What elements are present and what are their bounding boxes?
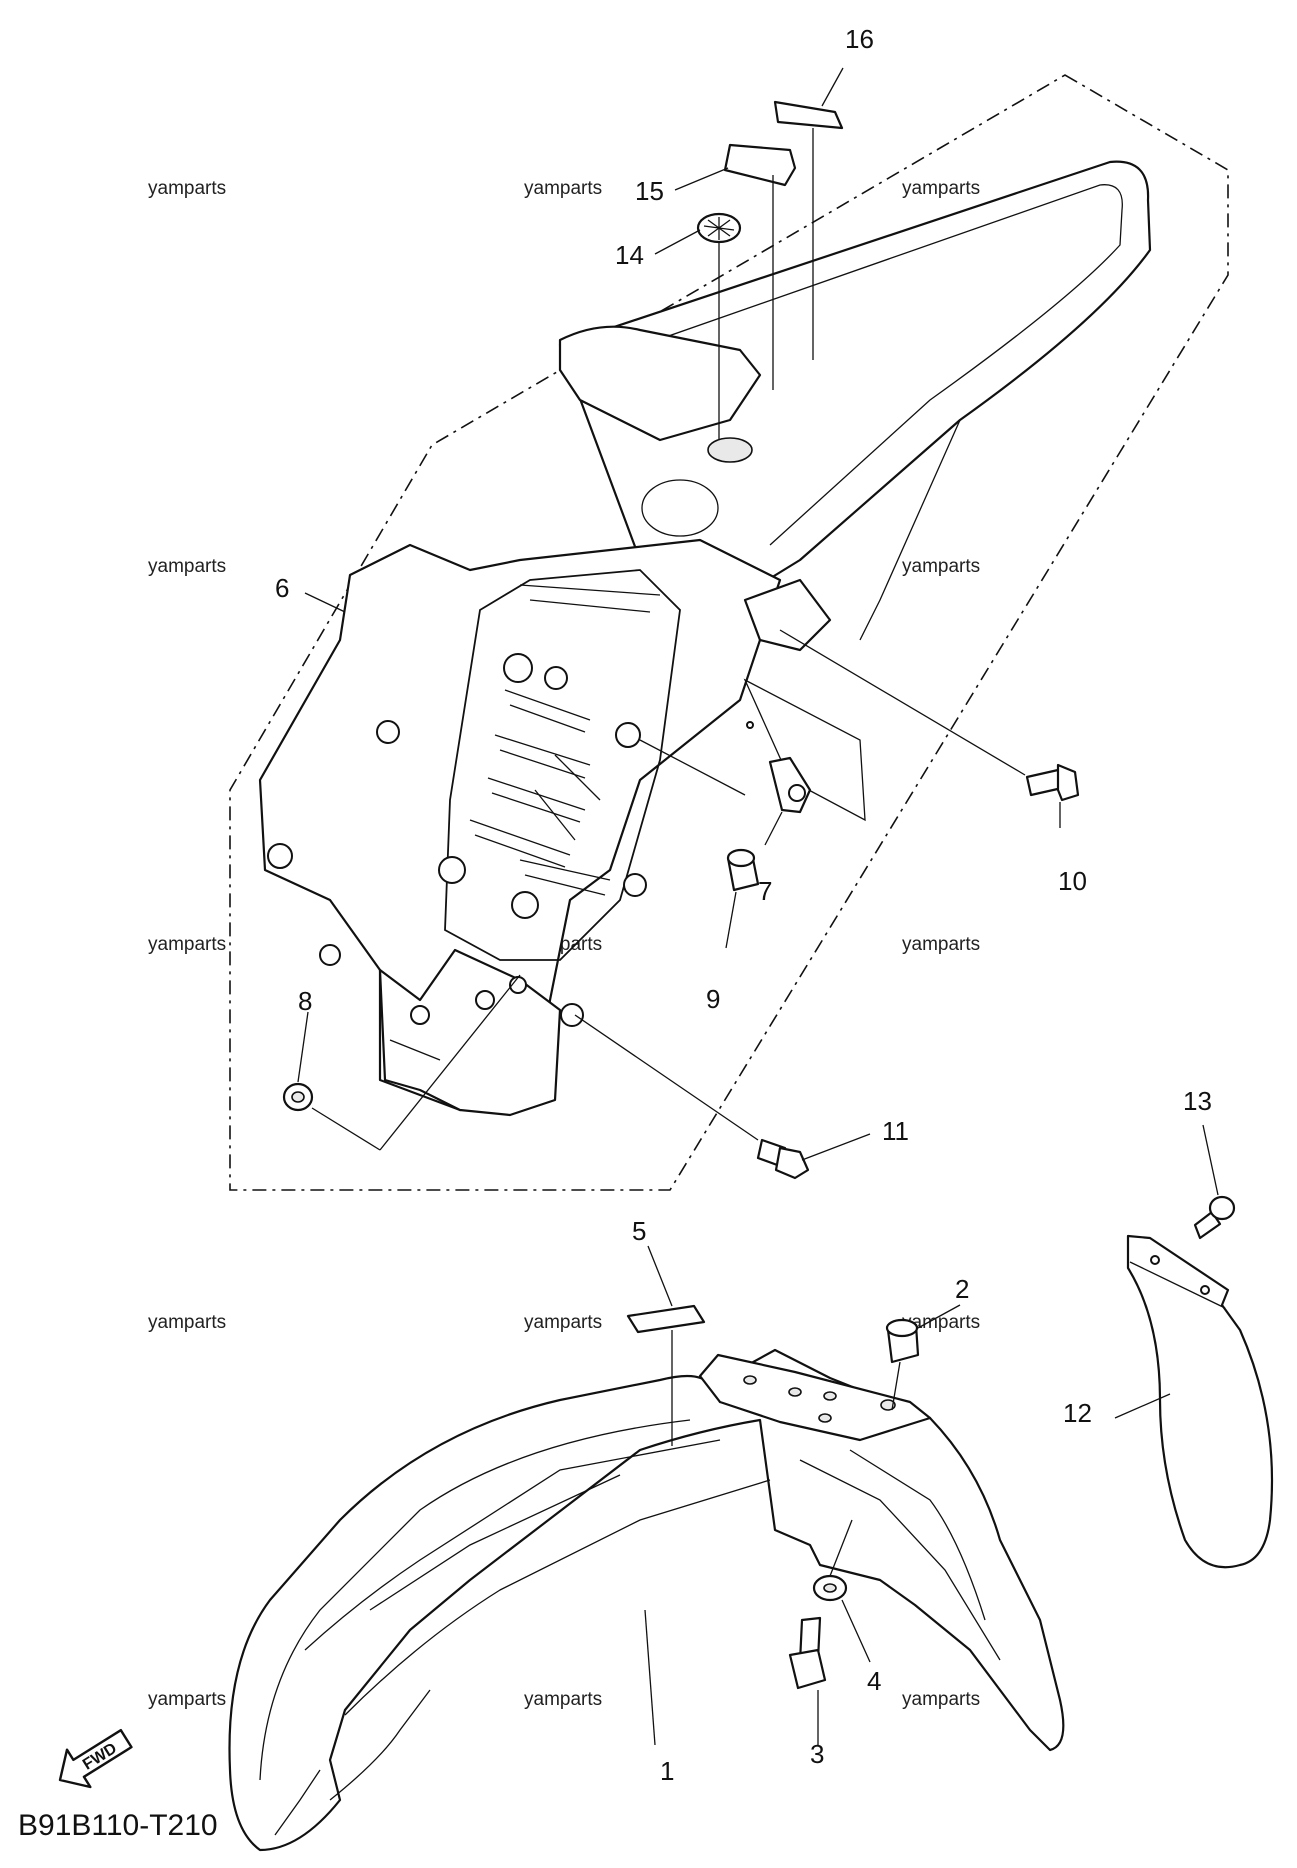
callout-12: 12: [1063, 1398, 1092, 1428]
mount-hole: [267, 843, 293, 869]
mount-hole: [438, 856, 466, 884]
watermark: yamparts: [148, 178, 226, 199]
washer-8: [282, 1082, 314, 1112]
callout-9: 9: [706, 984, 720, 1014]
watermark: yamparts: [148, 1689, 226, 1710]
bolt-3: [788, 1616, 827, 1690]
leader-lines-front: [644, 1124, 1219, 1746]
bolt-11: [756, 1138, 810, 1180]
watermark: yamparts: [902, 178, 980, 199]
damper-2: [885, 1318, 920, 1364]
mount-hole: [560, 1003, 584, 1027]
washer-4: [812, 1574, 848, 1602]
watermark: yamparts: [148, 1312, 226, 1333]
watermark: yamparts: [524, 1312, 602, 1333]
fender-grille: [469, 689, 611, 896]
nut-7: [768, 756, 812, 814]
sticker-5: [626, 1304, 706, 1334]
callout-6: 6: [275, 573, 289, 603]
callout-10: 10: [1058, 866, 1087, 896]
callout-15: 15: [635, 176, 664, 206]
watermark: yamparts: [524, 1689, 602, 1710]
emblem-14: [696, 212, 742, 244]
watermark: yamparts: [902, 934, 980, 955]
callout-5: 5: [632, 1216, 646, 1246]
callout-3: 3: [810, 1739, 824, 1769]
sticker-15: [723, 143, 797, 187]
rear-fender: [258, 160, 1152, 1117]
leader-lines-rear: [297, 67, 1061, 1161]
callout-14: 14: [615, 240, 644, 270]
mount-hole: [503, 653, 533, 683]
callout-13: 13: [1183, 1086, 1212, 1116]
callout-7: 7: [758, 876, 772, 906]
watermark: yamparts: [902, 1689, 980, 1710]
callout-layer: 1 2 3 4 5 6 7 8 9 10 11 12 13 14 15 16: [275, 24, 1212, 1786]
mount-hole: [376, 720, 400, 744]
callout-11: 11: [882, 1116, 909, 1146]
callout-2: 2: [955, 1274, 969, 1304]
mount-hole: [615, 722, 641, 748]
fork-guard-12: [1126, 1234, 1274, 1569]
watermark: yamparts: [902, 1312, 980, 1333]
mount-hole: [511, 891, 539, 919]
watermark: yamparts: [148, 556, 226, 577]
fwd-arrow-icon: FWD: [58, 1728, 133, 1789]
grommet-9: [726, 848, 760, 892]
diagram-code: B91B110-T210: [18, 1809, 218, 1842]
mount-hole: [746, 721, 754, 729]
mount-hole: [410, 1005, 430, 1025]
sticker-16: [773, 100, 844, 130]
callout-16: 16: [845, 24, 874, 54]
assembly-boundary: [229, 74, 1229, 1191]
watermark: yamparts: [148, 934, 226, 955]
mount-hole: [475, 990, 495, 1010]
mount-hole: [623, 873, 647, 897]
screw-13: [1193, 1195, 1236, 1240]
callout-1: 1: [660, 1756, 674, 1786]
watermark: yamparts: [902, 556, 980, 577]
watermark: yamparts: [524, 178, 602, 199]
watermark-layer: yamparts yamparts yamparts yamparts yamp…: [148, 178, 980, 1710]
callout-4: 4: [867, 1666, 881, 1696]
front-fender: [228, 1348, 1065, 1852]
mount-hole: [544, 666, 568, 690]
emblem-recess: [707, 437, 753, 463]
callout-8: 8: [298, 986, 312, 1016]
bolt-10: [1025, 763, 1080, 802]
mount-hole: [319, 944, 341, 966]
